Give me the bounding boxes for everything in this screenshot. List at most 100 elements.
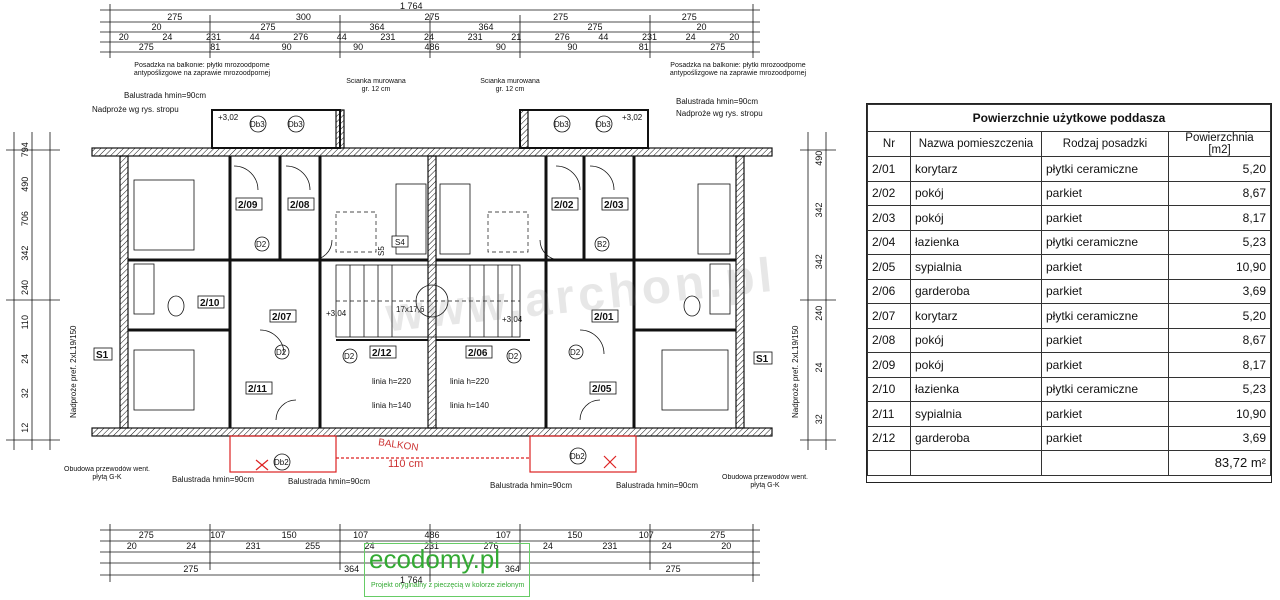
- dimension-label: 275: [167, 12, 182, 22]
- cell-area: 10,90: [1168, 401, 1271, 427]
- col-header-floor: Rodzaj posadzki: [1041, 131, 1169, 157]
- dimension-label: 150: [282, 530, 297, 540]
- dimension-label: 364: [505, 564, 520, 574]
- dimension-label: 107: [496, 530, 511, 540]
- line-note: linia h=220: [372, 377, 411, 386]
- dimension-label: 150: [567, 530, 582, 540]
- col-header-name: Nazwa pomieszczenia: [910, 131, 1042, 157]
- note-railing: Balustrada hmin=90cm: [172, 475, 254, 484]
- dimension-label: 24: [543, 541, 553, 551]
- dimension-label: 342: [814, 202, 824, 217]
- dimension-label: 364: [370, 22, 385, 32]
- dimension-label: 90: [567, 42, 577, 52]
- note-railing: Balustrada hmin=90cm: [616, 481, 698, 490]
- cell-area: 3,69: [1168, 278, 1271, 304]
- cell-floor: płytki ceramiczne: [1041, 156, 1169, 182]
- note-railing: Balustrada hmin=90cm: [288, 477, 370, 486]
- cell-floor: płytki ceramiczne: [1041, 303, 1169, 329]
- line-note: linia h=220: [450, 377, 489, 386]
- cell-floor: parkiet: [1041, 254, 1169, 280]
- stamp-text: Projekt oryginalny z pieczęcią w kolorze…: [371, 582, 525, 589]
- doors: [233, 165, 615, 421]
- annotations: Posadzka na balkonie: płytki mrozoodporn…: [64, 62, 808, 490]
- room-label: 2/06: [468, 348, 488, 359]
- dimension-label: 44: [337, 32, 347, 42]
- dimension-label: 20: [697, 22, 707, 32]
- door-d2: D2: [570, 348, 581, 357]
- cell-nr: 2/11: [867, 401, 911, 427]
- door-db2: Db2: [274, 458, 289, 467]
- cell-nr: 2/06: [867, 278, 911, 304]
- cell-nr: 2/07: [867, 303, 911, 329]
- dimension-label: 24: [365, 541, 375, 551]
- dimension-label: 276: [293, 32, 308, 42]
- cell-floor: parkiet: [1041, 425, 1169, 451]
- window-s4: S4: [395, 238, 405, 247]
- dimension-label: 90: [282, 42, 292, 52]
- cell-name: sypialnia: [910, 254, 1042, 280]
- dimension-label: 24: [162, 32, 172, 42]
- note-railing: Balustrada hmin=90cm: [124, 91, 206, 100]
- dimension-label: 276: [555, 32, 570, 42]
- cell-nr: 2/08: [867, 327, 911, 353]
- dimension-label: 20: [127, 541, 137, 551]
- dimension-label: 90: [353, 42, 363, 52]
- area-table-header: Nr Nazwa pomieszczenia Rodzaj posadzki P…: [867, 131, 1271, 157]
- note-side-lintel-right: Nadproże pref. 2xL19/150: [791, 325, 800, 418]
- cell-nr: 2/05: [867, 254, 911, 280]
- dimension-label: 81: [639, 42, 649, 52]
- dimension-label: 486: [425, 530, 440, 540]
- cell-area: 8,67: [1168, 180, 1271, 206]
- room-label: 2/03: [604, 200, 624, 211]
- dimension-label: 231: [380, 32, 395, 42]
- note-duct-left: Obudowa przewodów went. płytą G-K: [64, 466, 150, 481]
- cell-area: 3,69: [1168, 425, 1271, 451]
- cell-floor: parkiet: [1041, 180, 1169, 206]
- col-header-nr: Nr: [867, 131, 911, 157]
- dimension-label: 107: [210, 530, 225, 540]
- stamp-logo: ecodomy.pl: [369, 544, 501, 574]
- dimension-label: 275: [666, 564, 681, 574]
- cell-floor: parkiet: [1041, 352, 1169, 378]
- dimension-label: 44: [598, 32, 608, 42]
- level-mark: +3,02: [218, 113, 239, 122]
- dimension-label: 275: [139, 530, 154, 540]
- door-b2: B2: [597, 240, 607, 249]
- dimension-label: 300: [296, 12, 311, 22]
- dimension-label: 490: [20, 177, 30, 192]
- dimension-label: 107: [353, 530, 368, 540]
- door-db3: Db3: [596, 120, 611, 129]
- cell-floor: płytki ceramiczne: [1041, 376, 1169, 402]
- window-s1-right: S1: [756, 354, 769, 365]
- cell-name: korytarz: [910, 303, 1042, 329]
- cell-area: 5,20: [1168, 303, 1271, 329]
- dimension-label: 364: [344, 564, 359, 574]
- area-total: 83,72 m²: [1168, 450, 1271, 476]
- dimension-label: 24: [20, 354, 30, 364]
- dimension-label: 110: [20, 315, 30, 329]
- dimension-label: 486: [425, 42, 440, 52]
- area-table-grid: Powierzchnie użytkowe poddasza Nr Nazwa …: [867, 104, 1271, 476]
- room-label: 2/07: [272, 312, 292, 323]
- cell-area: 5,20: [1168, 156, 1271, 182]
- cell-area: 10,90: [1168, 254, 1271, 280]
- staircase: [335, 264, 521, 338]
- dimension-label: 231: [602, 541, 617, 551]
- note-railing: Balustrada hmin=90cm: [676, 97, 758, 106]
- area-table-title: Powierzchnie użytkowe poddasza: [867, 104, 1271, 132]
- dimension-label: 24: [424, 32, 434, 42]
- dimension-label: 342: [814, 254, 824, 269]
- area-table-total-row: 83,72 m²: [867, 450, 1271, 476]
- cell-name: łazienka: [910, 229, 1042, 255]
- dimension-label: 20: [152, 22, 162, 32]
- note-duct-right: Obudowa przewodów went. płytą G-K: [722, 474, 808, 489]
- exterior-walls: [91, 147, 773, 437]
